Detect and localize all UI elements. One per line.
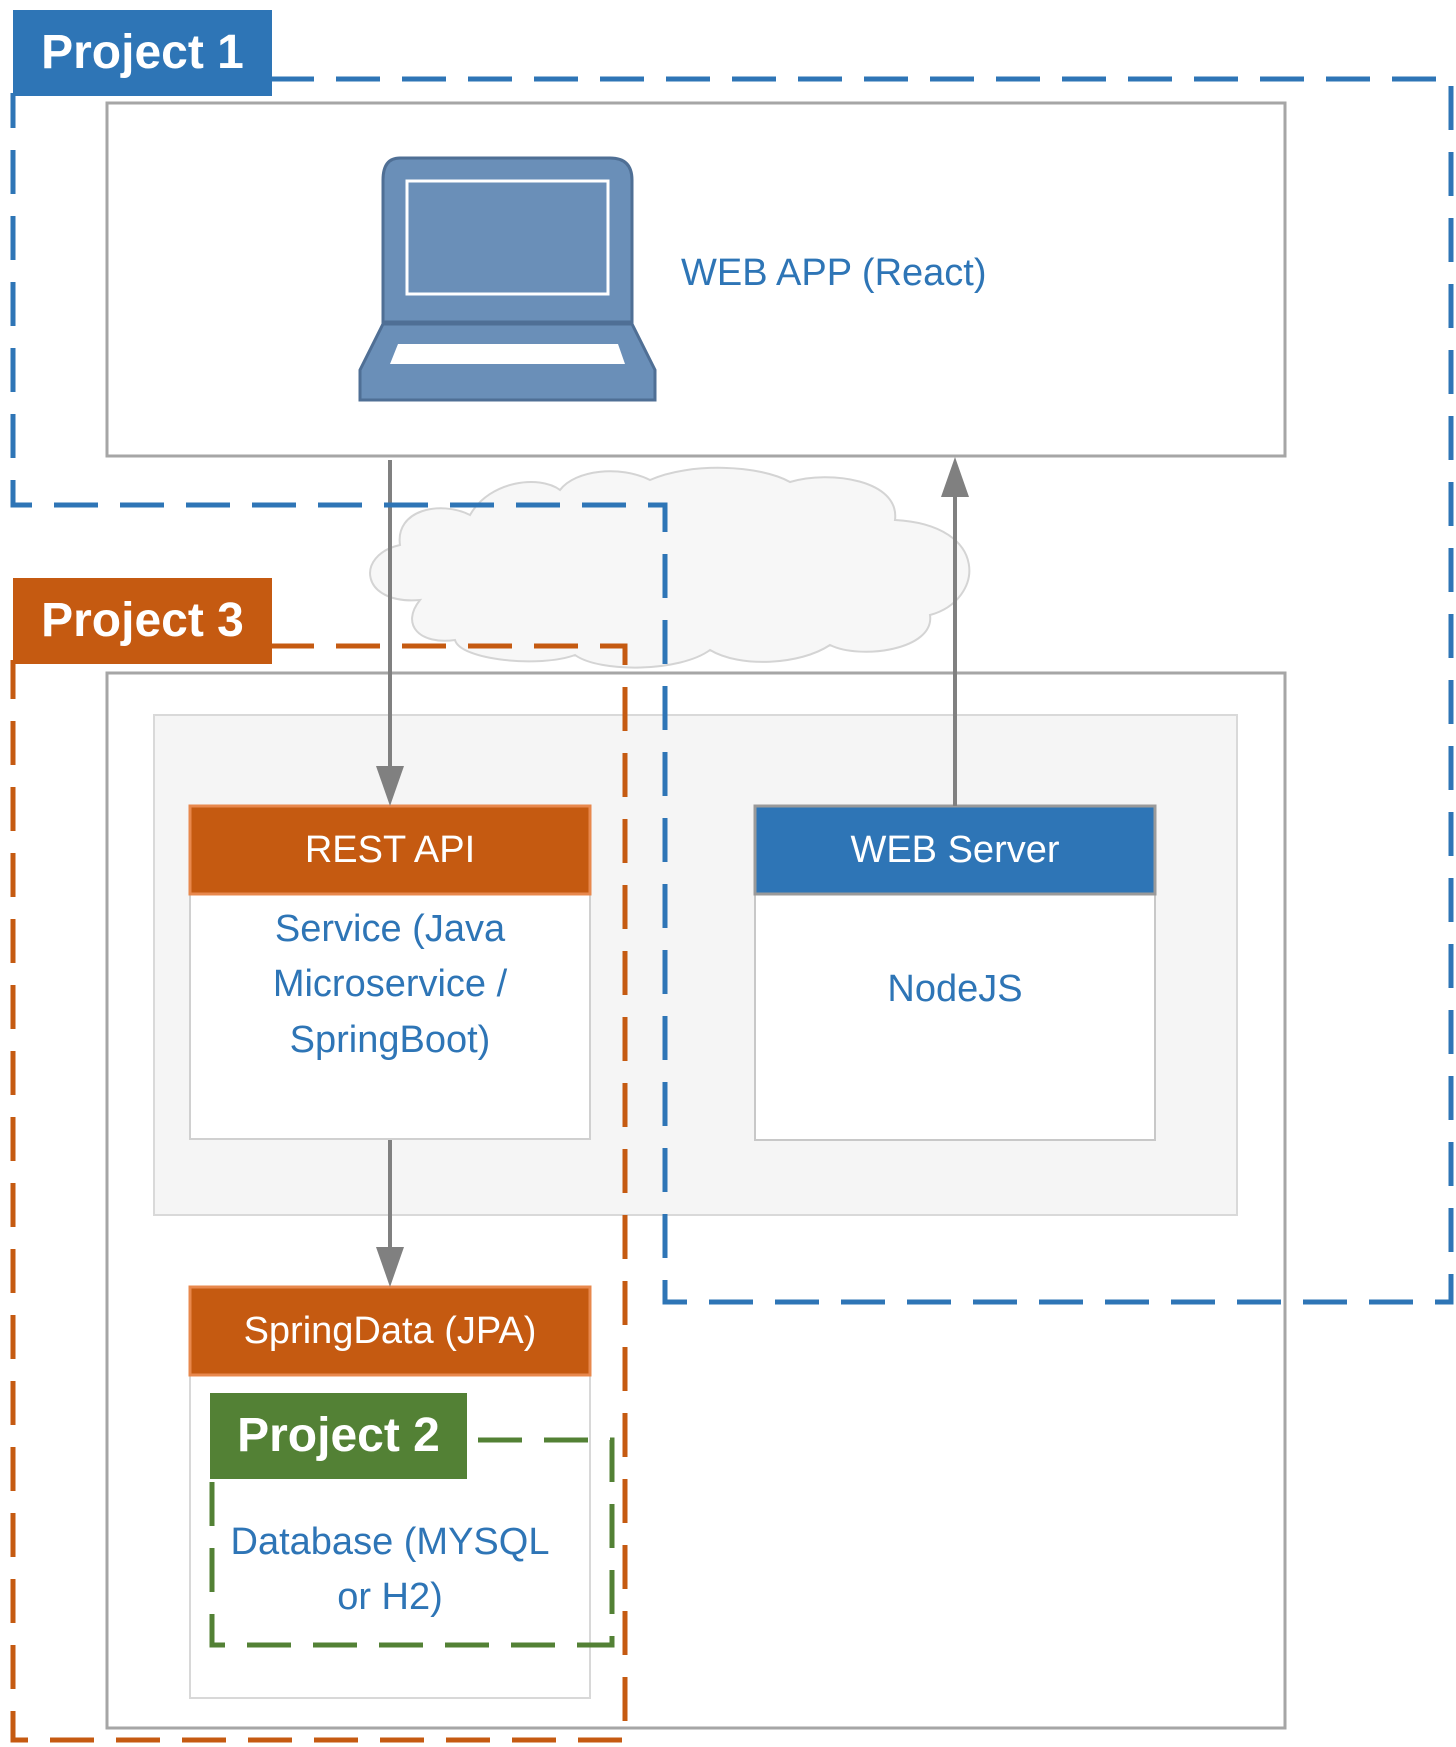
project-3-boundary	[10, 643, 628, 1743]
project-1-tag: Project 1	[13, 10, 272, 96]
arrow-webapp-to-rest-api	[376, 460, 404, 806]
cloud-icon	[369, 466, 971, 669]
rest-api-header: REST API	[304, 828, 476, 871]
web-server-description: NodeJS	[887, 968, 1023, 1011]
web-server-header: WEB Server	[850, 828, 1060, 871]
webapp-label: WEB APP (React)	[681, 252, 987, 294]
spring-data-header: SpringData (JPA)	[243, 1309, 537, 1352]
webapp-box	[105, 101, 1287, 458]
rest-api-description: Service (Java Microservice / SpringBoot)	[272, 908, 508, 1061]
arrow-webserver-to-webapp	[941, 457, 969, 806]
project-2-boundary	[209, 1437, 615, 1648]
database-description: Database (MYSQL or H2)	[230, 1520, 550, 1618]
project-2-tag: Project 2	[210, 1393, 467, 1479]
backend-box	[105, 671, 1287, 1730]
arrow-rest-api-to-springdata	[376, 1140, 404, 1287]
laptop-icon	[358, 156, 657, 402]
project-3-tag: Project 3	[13, 578, 272, 664]
rest-api-header-bg	[188, 804, 592, 896]
project-1-boundary	[10, 76, 1454, 1305]
